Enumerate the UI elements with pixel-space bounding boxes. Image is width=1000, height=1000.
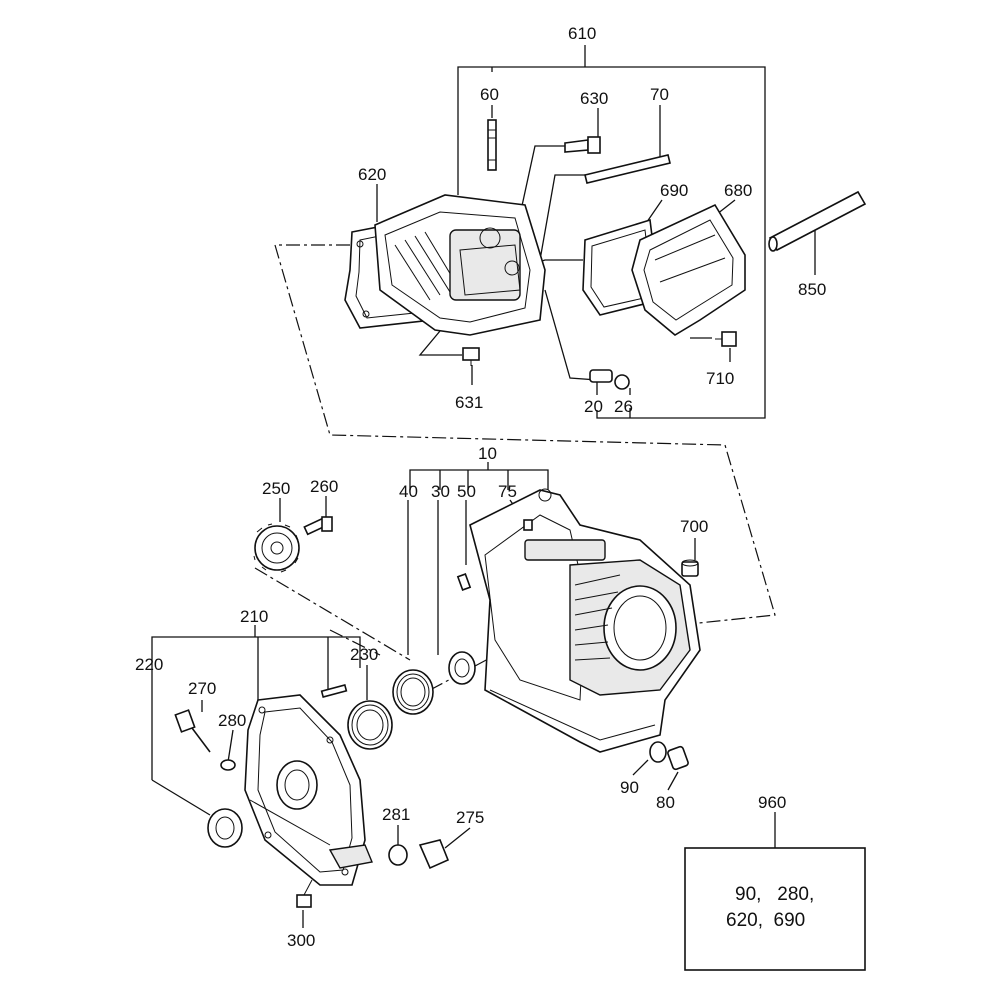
callout-90: 90 bbox=[620, 778, 639, 797]
callout-220: 220 bbox=[135, 655, 163, 674]
callout-20: 20 bbox=[584, 397, 603, 416]
callout-80: 80 bbox=[656, 793, 675, 812]
bearings-seals bbox=[207, 651, 476, 848]
callout-230: 230 bbox=[350, 645, 378, 664]
callout-60: 60 bbox=[480, 85, 499, 104]
cylinder-head-assembly bbox=[344, 119, 867, 390]
gasket-kit-box: 90, 280, 620, 690 bbox=[684, 847, 866, 971]
callout-70: 70 bbox=[650, 85, 669, 104]
callout-10: 10 bbox=[478, 444, 497, 463]
callout-30: 30 bbox=[431, 482, 450, 501]
callout-710: 710 bbox=[706, 369, 734, 388]
crankcase bbox=[456, 488, 701, 771]
callout-850: 850 bbox=[798, 280, 826, 299]
kit-line-1: 90, 280, bbox=[735, 884, 814, 905]
callout-610: 610 bbox=[568, 24, 596, 43]
callout-250: 250 bbox=[262, 479, 290, 498]
callout-26: 26 bbox=[614, 397, 633, 416]
callout-620: 620 bbox=[358, 165, 386, 184]
leader-lines bbox=[151, 45, 816, 928]
kit-line-2: 620, 690 bbox=[726, 910, 805, 931]
callout-75: 75 bbox=[498, 482, 517, 501]
callout-300: 300 bbox=[287, 931, 315, 950]
callout-40: 40 bbox=[399, 482, 418, 501]
callout-labels: 610 60 630 70 620 690 680 850 631 20 26 … bbox=[135, 24, 826, 950]
callout-281: 281 bbox=[382, 805, 410, 824]
callout-210: 210 bbox=[240, 607, 268, 626]
callout-50: 50 bbox=[457, 482, 476, 501]
callout-960: 960 bbox=[758, 793, 786, 812]
callout-680: 680 bbox=[724, 181, 752, 200]
callout-270: 270 bbox=[188, 679, 216, 698]
callout-700: 700 bbox=[680, 517, 708, 536]
governor-gear bbox=[253, 516, 333, 573]
callout-280: 280 bbox=[218, 711, 246, 730]
crankcase-cover bbox=[174, 694, 450, 908]
callout-275: 275 bbox=[456, 808, 484, 827]
callout-690: 690 bbox=[660, 181, 688, 200]
callout-631: 631 bbox=[455, 393, 483, 412]
callout-630: 630 bbox=[580, 89, 608, 108]
callout-260: 260 bbox=[310, 477, 338, 496]
